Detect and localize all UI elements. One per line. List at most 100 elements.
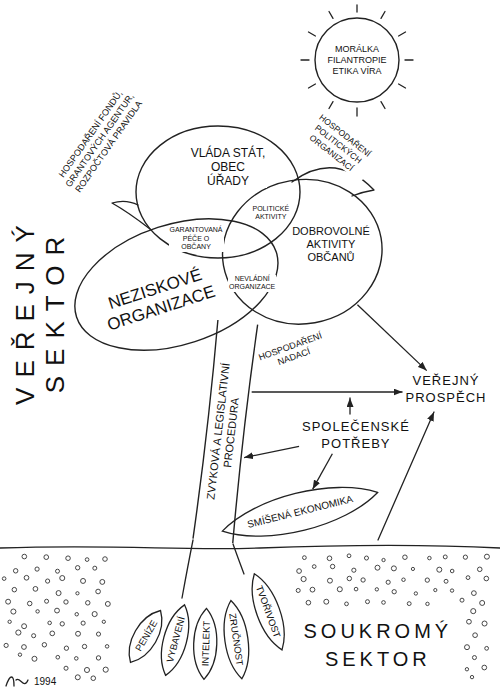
node-text: VYBAVENÍ — [163, 615, 186, 665]
sun-ray — [381, 102, 385, 109]
soil-dot — [102, 620, 105, 623]
soil-dot — [85, 558, 89, 562]
soil-dot — [32, 656, 37, 661]
soil-dot — [55, 608, 60, 613]
soil-dot — [312, 565, 316, 569]
leaf-shape: SMÍŠENÁ EKONOMIKA — [218, 475, 382, 549]
stem-underground — [233, 544, 244, 574]
soil-dot — [382, 601, 386, 605]
outline-group — [219, 599, 253, 680]
sun-rays — [301, 5, 413, 116]
soil-dot — [42, 643, 46, 647]
root-shape: INTELEKT — [193, 608, 217, 680]
outline-group — [193, 320, 258, 543]
soil-dot — [76, 631, 81, 636]
soil-dot — [347, 576, 351, 580]
sun-ray — [405, 59, 413, 60]
soil-dot — [327, 556, 332, 561]
soil-dot — [56, 655, 60, 659]
outline-group — [154, 602, 195, 678]
outline-group — [192, 608, 218, 680]
outline — [218, 474, 382, 549]
root-shape: VYBAVENÍ — [155, 602, 195, 678]
soil-dot — [60, 622, 64, 626]
soil-dot — [45, 599, 49, 603]
root-shape: PENÍZE — [121, 605, 170, 668]
soil-dot — [105, 645, 109, 649]
soil-dot — [50, 631, 55, 636]
soil-dot — [103, 557, 108, 562]
sun-ray — [356, 108, 357, 116]
node-text: VLÁDA STÁT, OBEC ÚŘADY — [189, 146, 267, 188]
soil-dot — [8, 620, 11, 623]
ground-line — [0, 545, 500, 548]
soil-dot — [426, 602, 429, 605]
soil-dot — [444, 579, 448, 583]
soil-dot — [482, 665, 487, 670]
soil-dot — [13, 569, 17, 573]
stem-shape: ZVYKOVÁ A LEGISLATIVNÍ PROCEDURA — [193, 320, 258, 543]
soil-dot — [473, 633, 478, 638]
soil-dot — [6, 599, 11, 604]
overlap-label: GARANTOVANÁ PÉČE O OBČANY — [169, 226, 224, 252]
overlap-label: POLITICKÉ AKTIVITY — [252, 205, 291, 222]
soil-dot — [485, 646, 489, 650]
sun-ray — [399, 32, 406, 36]
arrow-connector — [313, 454, 333, 489]
soil-dot — [345, 602, 349, 606]
soil-dot — [465, 668, 468, 671]
soil-dot — [46, 579, 50, 583]
soil-dot — [81, 621, 85, 625]
soil-dot — [302, 556, 306, 560]
arrow-connector — [357, 305, 426, 371]
economy-note: HOSPODAŘENÍ NADACÍ — [256, 330, 328, 374]
sector-title: VEŘEJNÝ SEKTOR — [10, 214, 70, 406]
outline — [243, 570, 292, 654]
sun-ray — [399, 84, 406, 88]
soil-dot — [27, 601, 32, 606]
soil-dot — [18, 653, 21, 656]
soil-dot — [382, 558, 385, 561]
soil-dot — [84, 667, 89, 672]
outline-group — [315, 18, 399, 102]
soil-dot — [434, 588, 437, 591]
outline-group — [211, 167, 394, 337]
soil-dot — [60, 576, 65, 581]
soil-dot — [306, 600, 311, 605]
economy-note: HOSPODAŘENÍ FONDŮ, GRANTOVÝCH AGENTUR, R… — [50, 79, 149, 201]
soil-dot — [324, 599, 329, 604]
outline — [192, 608, 218, 680]
soil-dot — [327, 578, 332, 583]
soil-dot — [337, 587, 342, 592]
signature — [6, 677, 28, 686]
soil-dot — [330, 564, 334, 568]
soil-dot — [35, 567, 39, 571]
soil-dot — [93, 566, 97, 570]
economy-note: HOSPODAŘENÍ POLITICKÝCH ORGANIZACÍ — [296, 106, 381, 182]
soil-dot — [48, 621, 52, 625]
soil-dot — [64, 646, 68, 650]
soil-dot — [22, 645, 27, 650]
node-text: MORÁLKA FILANTROPIE ETIKA VÍRA — [327, 44, 388, 77]
soil-dot — [96, 589, 101, 594]
root-shape: TVOŘIVOST — [244, 570, 292, 654]
soil-dot — [4, 643, 8, 647]
node-text: INTELEKT — [199, 620, 212, 668]
arrow-connector — [252, 391, 403, 392]
soil-dot — [22, 624, 27, 629]
soil-dot — [296, 588, 300, 592]
node-text: SPOLEČENSKÉ POTŘEBY — [301, 418, 411, 452]
soil-dot — [386, 580, 390, 584]
need-text: SPOLEČENSKÉ POTŘEBY — [301, 418, 411, 452]
soil-dot — [22, 554, 27, 559]
soil-dot — [16, 630, 21, 635]
soil-dot — [477, 567, 482, 572]
sun-ray — [301, 59, 309, 60]
soil-dot — [472, 656, 476, 660]
soil-dot — [361, 578, 365, 582]
soil-dot — [463, 555, 467, 559]
soil-dot — [75, 675, 80, 680]
soil-dot — [482, 621, 487, 626]
